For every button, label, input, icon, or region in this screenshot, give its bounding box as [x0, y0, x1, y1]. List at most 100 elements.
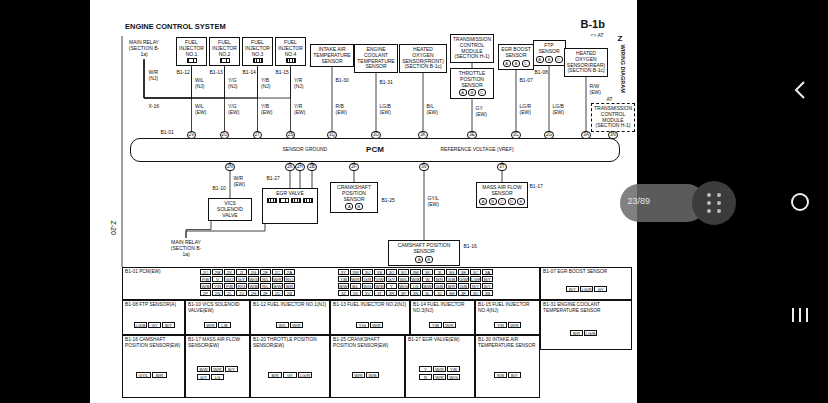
- wire-label: B1-14: [242, 70, 256, 76]
- wire-label: SENSOR GROUND: [282, 147, 328, 153]
- terminal-row: ABC: [536, 56, 563, 63]
- wire: [376, 73, 377, 138]
- component-box: FUEL INJECTOR NO.1: [176, 37, 207, 66]
- terminal-letter: E: [517, 198, 525, 205]
- pin-cell: W/R: [433, 374, 446, 380]
- coil-symbol-row: [265, 198, 315, 203]
- component-label: HEATED OXYGEN SENSOR(FRONT) (SECTION B-1…: [402, 47, 444, 70]
- component-label: B1-07 EGR BOOST SENSOR: [543, 269, 629, 275]
- wire-label: B1-30: [335, 78, 349, 84]
- component-label: INTAKE AIR TEMPERATURE SENSOR: [313, 47, 350, 64]
- terminal-letter: A: [415, 256, 423, 263]
- frame-line: [122, 36, 123, 267]
- pin-cell: Y/B: [447, 366, 460, 372]
- component-label: FUEL INJECTOR NO.2: [212, 40, 237, 57]
- pin-cell: 3T: [374, 290, 385, 296]
- diagram-title: ENGINE CONTROL SYSTEM: [125, 22, 226, 31]
- pin-cell: W/L: [398, 276, 409, 282]
- pin-cell: R: [419, 374, 432, 380]
- component-box: INTAKE AIR TEMPERATURE SENSOR: [310, 44, 353, 67]
- pin-cell: R/L: [260, 283, 271, 289]
- component-box: HEATED OXYGEN SENSOR(REAR) (SECTION B-1c…: [564, 48, 608, 77]
- terminal-letter: C: [555, 56, 563, 63]
- pin-cell: 2A: [284, 269, 295, 275]
- pin-cell: R/L: [260, 276, 271, 282]
- pin-cell: W/R: [350, 276, 361, 282]
- component-label: MASS AIR FLOW SENSOR: [479, 185, 525, 197]
- wire: [516, 70, 517, 139]
- pcm-band: PCM: [130, 138, 620, 162]
- pin-cell: Y/G: [356, 322, 369, 328]
- component-box: MASS AIR FLOW SENSORABCDE: [476, 182, 528, 208]
- wire-label: Y/G (NJ): [228, 78, 243, 90]
- pin-cell: GY: [283, 372, 297, 378]
- pin-cell: W/R: [433, 366, 446, 372]
- connector-view-box: B1-30 INTAKE AIR TEMPERATURE SENSOR: [475, 335, 540, 398]
- terminal-letter: B: [468, 89, 476, 96]
- pin-cell: Y/B: [429, 322, 442, 328]
- pin-cell: R/Y: [470, 283, 481, 289]
- terminal-letter: B: [545, 56, 553, 63]
- wire: [424, 162, 425, 240]
- pin-cell: 3O: [398, 269, 409, 275]
- terminal-row: ABCDE: [479, 198, 525, 205]
- component-label: B1-13 FUEL INJECTOR NO.2(NJ): [333, 302, 407, 308]
- pin-cell: W/B: [248, 283, 259, 289]
- connector-view-box: B1-07 EGR BOOST SENSOR: [540, 267, 632, 300]
- terminal-pin: 2S: [286, 131, 296, 139]
- pin-cell: B/Y: [225, 366, 238, 372]
- pin-cell: Y/R: [212, 283, 223, 289]
- terminal-letter: C: [498, 198, 506, 205]
- pin-cell: 2M: [212, 269, 223, 275]
- wire: [290, 66, 291, 138]
- component-box: THROTTLE POSITION SENSORABC: [450, 68, 494, 99]
- coil-symbol: [291, 198, 301, 203]
- pin-cell: 2B: [284, 290, 295, 296]
- pin-cell: 2F: [260, 290, 271, 296]
- coil-symbol: [286, 58, 296, 63]
- pin-cell: 3I: [434, 269, 445, 275]
- component-box: EGR BOOST SENSORABC: [498, 44, 534, 70]
- heading-code: Z: [617, 34, 623, 43]
- pin-cell: 2J: [236, 290, 247, 296]
- terminal-pin: 3A: [581, 131, 591, 139]
- connector-view-box: B1-20 THROTTLE POSITION SENSOR(EW): [250, 335, 330, 398]
- pin-cell: B/R: [446, 283, 457, 289]
- wire: [186, 221, 211, 238]
- recent-icon: [806, 308, 808, 322]
- pin-cell: B/R: [434, 276, 445, 282]
- connector-view-box: B1-10 VICS SOLENOID VALVE(EW): [185, 300, 250, 335]
- connector-view-box: B1-31 ENGINE COOLANT TEMPERATURE SENSOR: [540, 300, 632, 350]
- pin-cell: 3P: [398, 290, 409, 296]
- pin-cell: 3V: [362, 290, 373, 296]
- side-caption: Z-20: [109, 220, 117, 235]
- recent-icon: [799, 308, 801, 322]
- pin-cell: G/Y: [236, 276, 247, 282]
- pin-cell: 3H: [446, 290, 457, 296]
- pin-cell: 2D: [272, 290, 283, 296]
- terminal-pin: 2U: [220, 131, 230, 139]
- component-box: VICS SOLENOID VALVE: [208, 198, 252, 221]
- wire-label: B1-17: [529, 184, 543, 190]
- terminal-pin: 3N: [608, 131, 618, 139]
- pin-cell: G/B: [446, 276, 457, 282]
- pin-cell: 3E: [458, 269, 469, 275]
- terminal-pin: 3V: [419, 163, 429, 171]
- pin-cell: V/W: [374, 276, 385, 282]
- side-caption: WIRING DIAGRAM: [620, 44, 626, 93]
- pin-cell: G/Y: [197, 374, 210, 380]
- wire-label: Y/R (NJ): [294, 78, 309, 90]
- pin-cell: 2H: [248, 290, 259, 296]
- pin-cell: W/R: [272, 276, 283, 282]
- coil-symbol: [303, 198, 313, 203]
- terminal-pin: 2G: [544, 131, 554, 139]
- component-label: CAMSHAFT POSITION SENSOR: [391, 243, 457, 255]
- wire-label: B1-31: [379, 80, 393, 86]
- pin-cell: 3D: [470, 290, 481, 296]
- wire-label: W/L (EW): [195, 104, 210, 116]
- connector-view-box: B1-12 FUEL INJECTOR NO.1(NJ): [250, 300, 330, 335]
- terminal-letter: B: [425, 256, 433, 263]
- pin-cell: Y: [419, 366, 432, 372]
- terminal-letter: A: [479, 198, 487, 205]
- pin-cell: Y/B: [338, 276, 349, 282]
